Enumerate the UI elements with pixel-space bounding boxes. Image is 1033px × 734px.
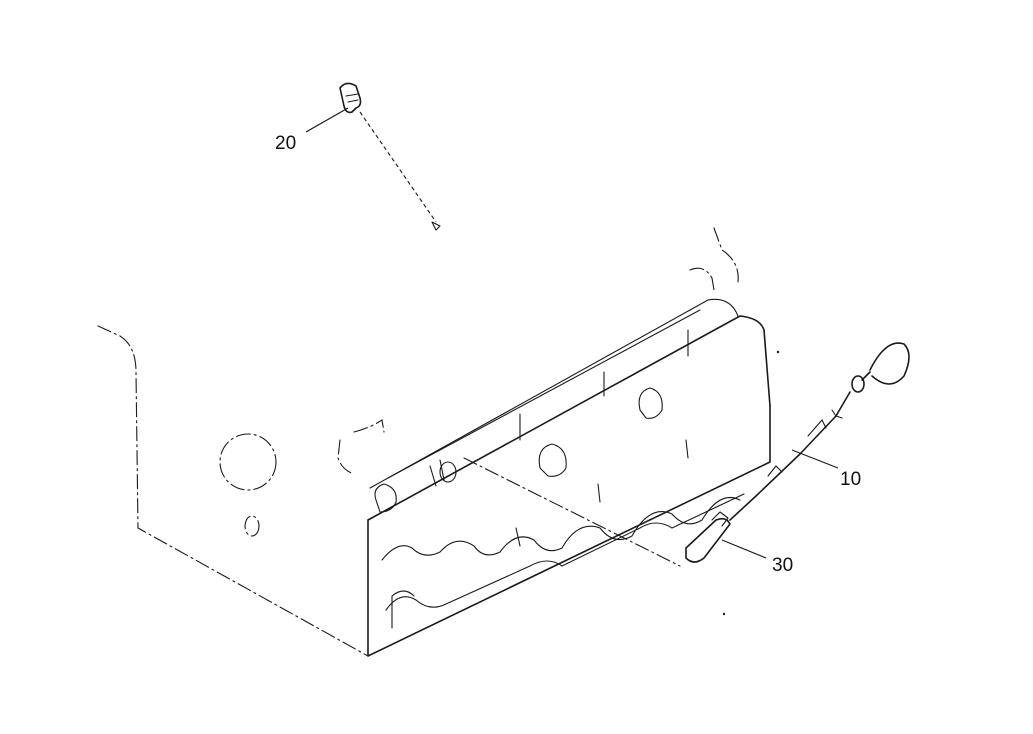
leader-20 — [305, 107, 349, 133]
leader-10 — [791, 449, 839, 469]
oil-pan-rail — [367, 298, 771, 657]
leader-lines — [305, 107, 839, 559]
guide-tube-part-30 — [463, 457, 731, 567]
guide-tube-opening — [429, 459, 457, 487]
callout-20: 20 — [275, 133, 296, 154]
callout-30: 30 — [772, 555, 793, 576]
engine-block-outline — [97, 227, 739, 657]
plug-part-20 — [339, 82, 441, 231]
speck-mark — [722, 612, 726, 616]
dipstick-part-10 — [729, 342, 910, 521]
speck-mark — [776, 350, 780, 354]
leader-30 — [721, 539, 767, 559]
callout-10: 10 — [840, 469, 861, 490]
